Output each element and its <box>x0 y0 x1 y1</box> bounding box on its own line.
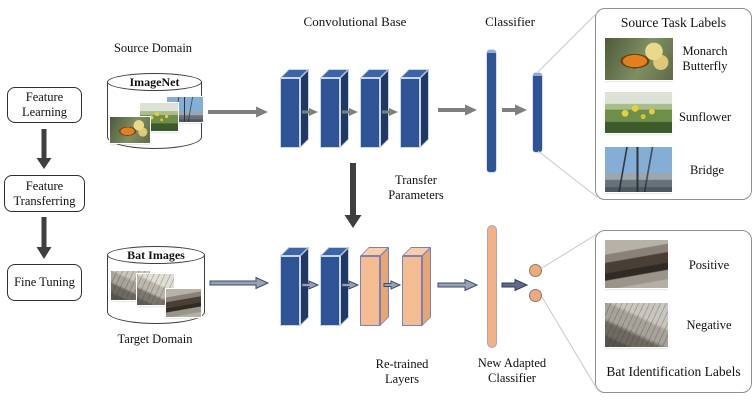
bat-positive-photo <box>605 240 668 288</box>
new-adapted-classifier-bar <box>487 225 497 348</box>
target-domain-label: Target Domain <box>117 332 193 346</box>
target-label-negative: Negative <box>686 318 732 332</box>
new-adapted-classifier-label: New Adapted Classifier <box>477 356 547 385</box>
arrow-right-icon <box>501 278 529 292</box>
source-label-monarch-butterfly: Monarch Butterfly <box>682 44 728 73</box>
source-domain-label: Source Domain <box>113 41 193 55</box>
transfer-parameters-label: Transfer Parameters <box>388 173 444 202</box>
output-node-negative <box>529 289 542 302</box>
output-layer-bar <box>533 73 542 152</box>
monarch-butterfly-photo <box>605 38 673 80</box>
sunflower-photo <box>605 92 672 133</box>
target-label-positive: Positive <box>688 258 730 272</box>
frozen-layer-block-1 <box>280 247 309 326</box>
bat-images-dataset-label: Bat Images <box>127 248 185 262</box>
source-panel-title: Source Task Labels <box>620 15 727 30</box>
target-panel-title: Bat Identification Labels <box>606 364 741 379</box>
arrow-right-icon <box>437 278 479 292</box>
arrow-down-icon <box>36 217 52 259</box>
connector-line <box>537 150 598 198</box>
source-label-sunflower: Sunflower <box>678 110 732 124</box>
arrow-right-icon <box>502 104 527 116</box>
conv-layer-block-2 <box>320 69 349 148</box>
bridge-photo <box>605 147 672 192</box>
workflow-step-feature-learning: Feature Learning <box>7 87 82 123</box>
bat-photo-thumb-3 <box>166 289 201 317</box>
arrow-right-icon <box>438 104 477 116</box>
imagenet-dataset-label: ImageNet <box>129 75 180 89</box>
workflow-step-fine-tuning: Fine Tuning <box>7 264 82 301</box>
classifier-bar <box>487 50 496 172</box>
conv-layer-block-1 <box>280 69 309 148</box>
classifier-title: Classifier <box>485 14 535 29</box>
workflow-step-feature-transferring: Feature Transferring <box>4 175 85 212</box>
frozen-layer-block-2 <box>320 247 349 326</box>
arrow-down-icon <box>36 129 52 169</box>
bat-negative-photo <box>605 303 668 347</box>
retrained-layers-label: Re-trained Layers <box>375 357 429 386</box>
transfer-arrow-down-icon <box>344 163 362 228</box>
source-label-bridge: Bridge <box>689 163 725 177</box>
cylinder-top <box>107 73 202 91</box>
cylinder-top <box>107 246 205 264</box>
retrained-layer-block-1 <box>360 247 389 326</box>
conv-layer-block-3 <box>360 69 389 148</box>
retrained-layer-block-2 <box>402 247 431 326</box>
arrow-right-icon <box>209 276 270 290</box>
conv-layer-block-4 <box>400 69 429 148</box>
monarch-butterfly-photo-thumb <box>110 117 150 143</box>
conv-base-title: Convolutional Base <box>303 14 407 29</box>
connector-line <box>541 233 598 269</box>
arrow-right-icon <box>208 106 268 118</box>
output-node-positive <box>529 264 542 277</box>
